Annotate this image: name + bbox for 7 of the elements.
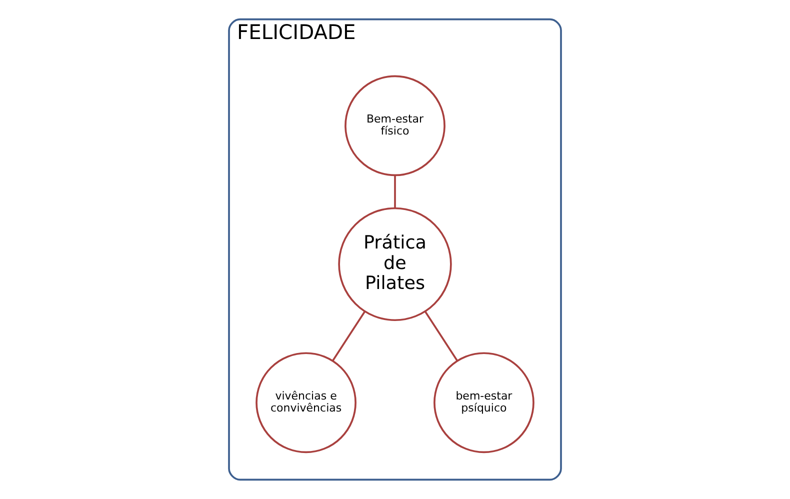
node-circle: Prática de Pilates	[338, 207, 452, 322]
connector	[332, 310, 366, 362]
connector	[394, 176, 396, 208]
node-circle: Bem-estar físico	[344, 75, 446, 176]
node-circle: bem-estar psíquico	[434, 352, 534, 454]
node-circle: vivências e convivências	[256, 352, 356, 454]
connector	[424, 310, 458, 362]
